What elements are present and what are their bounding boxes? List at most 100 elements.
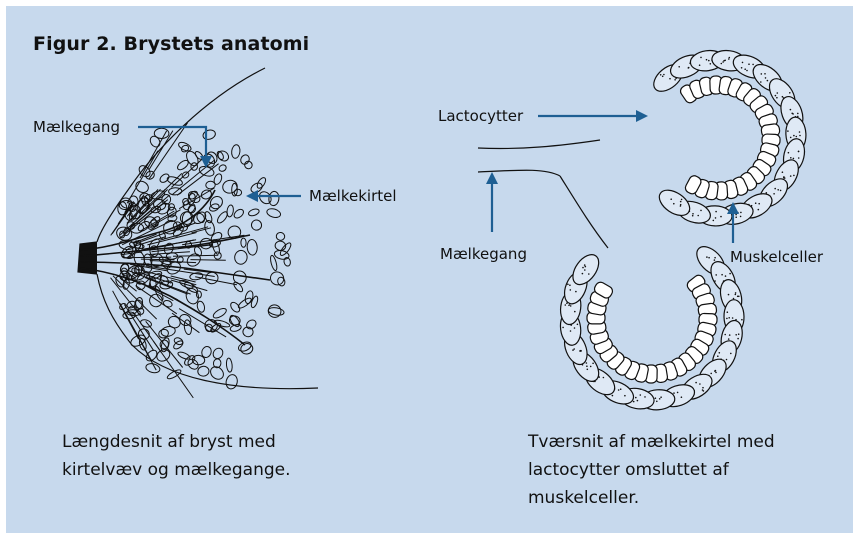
lobule xyxy=(212,307,228,320)
label-muscle-cells: Muskelceller xyxy=(730,248,823,266)
stipple-dot xyxy=(700,210,702,212)
stipple-dot xyxy=(726,359,728,361)
stipple-dot xyxy=(714,280,716,282)
stipple-dot xyxy=(695,382,697,384)
stipple-dot xyxy=(562,327,564,329)
lobule xyxy=(202,129,217,141)
stipple-dot xyxy=(728,58,730,60)
stipple-dot xyxy=(692,215,694,217)
stipple-dot xyxy=(796,136,798,138)
stipple-dot xyxy=(742,62,744,64)
stipple-dot xyxy=(783,177,785,179)
stipple-dot xyxy=(663,74,665,76)
stipple-dot xyxy=(692,213,694,215)
stipple-dot xyxy=(766,192,768,194)
lobule xyxy=(137,164,152,179)
stipple-dot xyxy=(677,392,679,394)
stipple-dot xyxy=(669,78,671,80)
lower-alveolus xyxy=(559,242,746,412)
stipple-dot xyxy=(586,362,588,364)
lobule xyxy=(257,189,273,206)
stipple-dot xyxy=(569,284,571,286)
lobule xyxy=(276,232,286,241)
stipple-dot xyxy=(592,363,594,365)
stipple-dot xyxy=(655,397,657,399)
lobule xyxy=(268,191,280,206)
stipple-dot xyxy=(640,394,642,396)
stipple-dot xyxy=(681,396,683,398)
lobule xyxy=(250,295,259,308)
lobule xyxy=(197,366,209,377)
stipple-dot xyxy=(587,369,589,371)
stipple-dot xyxy=(624,395,626,397)
stipple-dot xyxy=(680,201,682,203)
stipple-dot xyxy=(678,66,680,68)
stipple-dot xyxy=(700,57,702,59)
stipple-dot xyxy=(780,190,782,192)
lobule xyxy=(177,141,192,153)
lobule xyxy=(211,346,225,360)
right-caption-line-2: lactocytter omsluttet af xyxy=(528,456,775,484)
lobule xyxy=(279,241,293,257)
stipple-dot xyxy=(764,73,766,75)
lobule xyxy=(244,290,254,304)
stipple-dot xyxy=(729,57,731,59)
duct-wall-upper xyxy=(478,140,600,149)
stipple-dot xyxy=(662,76,664,78)
stipple-dot xyxy=(758,203,760,205)
stipple-dot xyxy=(790,175,792,177)
duct-wall-lower xyxy=(478,170,560,176)
stipple-dot xyxy=(740,216,742,218)
lobule xyxy=(214,319,231,328)
duct-branch xyxy=(172,313,199,333)
stipple-dot xyxy=(740,212,742,214)
lobule xyxy=(221,179,238,195)
stipple-dot xyxy=(660,74,662,76)
stipple-dot xyxy=(680,205,682,207)
duct-branch xyxy=(190,260,225,261)
lobule xyxy=(226,224,243,241)
stipple-dot xyxy=(706,256,708,258)
stipple-dot xyxy=(793,175,795,177)
stipple-dot xyxy=(776,97,778,99)
stipple-dot xyxy=(735,216,737,218)
stipple-dot xyxy=(733,298,735,300)
duct-branch xyxy=(173,255,218,256)
stipple-dot xyxy=(575,291,577,293)
stipple-dot xyxy=(582,273,584,275)
lobule xyxy=(234,189,241,195)
stipple-dot xyxy=(570,289,572,291)
stipple-dot xyxy=(799,135,801,137)
left-caption: Længdesnit af bryst med kirtelvæv og mæl… xyxy=(62,428,291,484)
stipple-dot xyxy=(715,217,717,219)
stipple-dot xyxy=(722,61,724,63)
stipple-dot xyxy=(603,377,605,379)
lobule xyxy=(266,207,282,219)
upper-alveolus xyxy=(649,48,808,227)
stipple-dot xyxy=(752,64,754,66)
stipple-dot xyxy=(714,257,716,259)
lobule xyxy=(274,249,290,260)
lobule xyxy=(237,340,252,353)
stipple-dot xyxy=(633,401,635,403)
stipple-dot xyxy=(755,202,757,204)
stipple-dot xyxy=(612,395,614,397)
stipple-dot xyxy=(570,330,572,332)
lobule xyxy=(229,323,241,332)
stipple-dot xyxy=(789,92,791,94)
stipple-dot xyxy=(715,211,717,213)
stipple-dot xyxy=(574,311,576,313)
stipple-dot xyxy=(714,370,716,372)
stipple-dot xyxy=(728,317,730,319)
lobule xyxy=(158,328,170,339)
stipple-dot xyxy=(710,373,712,375)
stipple-dot xyxy=(798,157,800,159)
stipple-dot xyxy=(572,349,574,351)
lobule xyxy=(225,374,239,391)
duct-branch xyxy=(182,235,244,245)
stipple-dot xyxy=(775,95,777,97)
stipple-dot xyxy=(688,67,690,69)
gland-cross-section-illustration xyxy=(478,48,808,411)
lobule xyxy=(148,134,162,148)
stipple-dot xyxy=(637,400,639,402)
